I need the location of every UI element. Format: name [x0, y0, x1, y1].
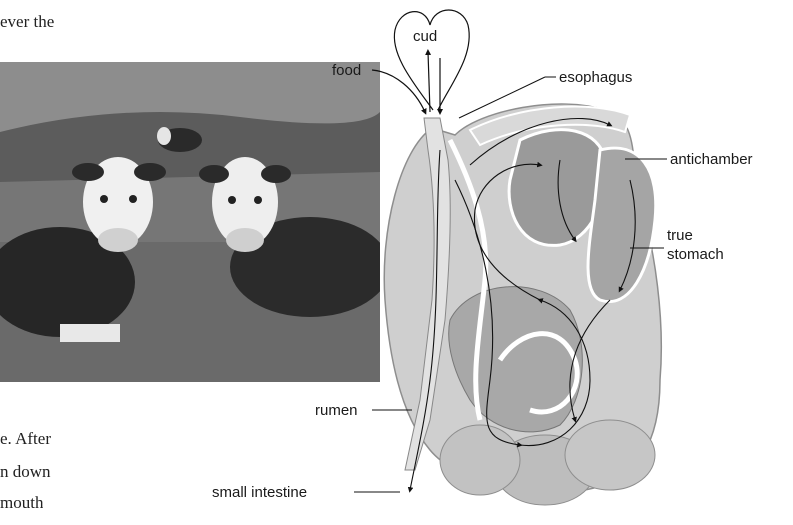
label-true-stomach-line2: stomach [667, 246, 724, 263]
cud-loop [394, 10, 469, 110]
label-small-intestine: small intestine [212, 484, 307, 501]
label-esophagus: esophagus [559, 69, 632, 86]
label-rumen: rumen [315, 402, 358, 419]
label-cud: cud [413, 28, 437, 45]
label-antichamber: antichamber [670, 151, 753, 168]
label-true-stomach-line1: true [667, 227, 693, 244]
label-food: food [332, 62, 361, 79]
